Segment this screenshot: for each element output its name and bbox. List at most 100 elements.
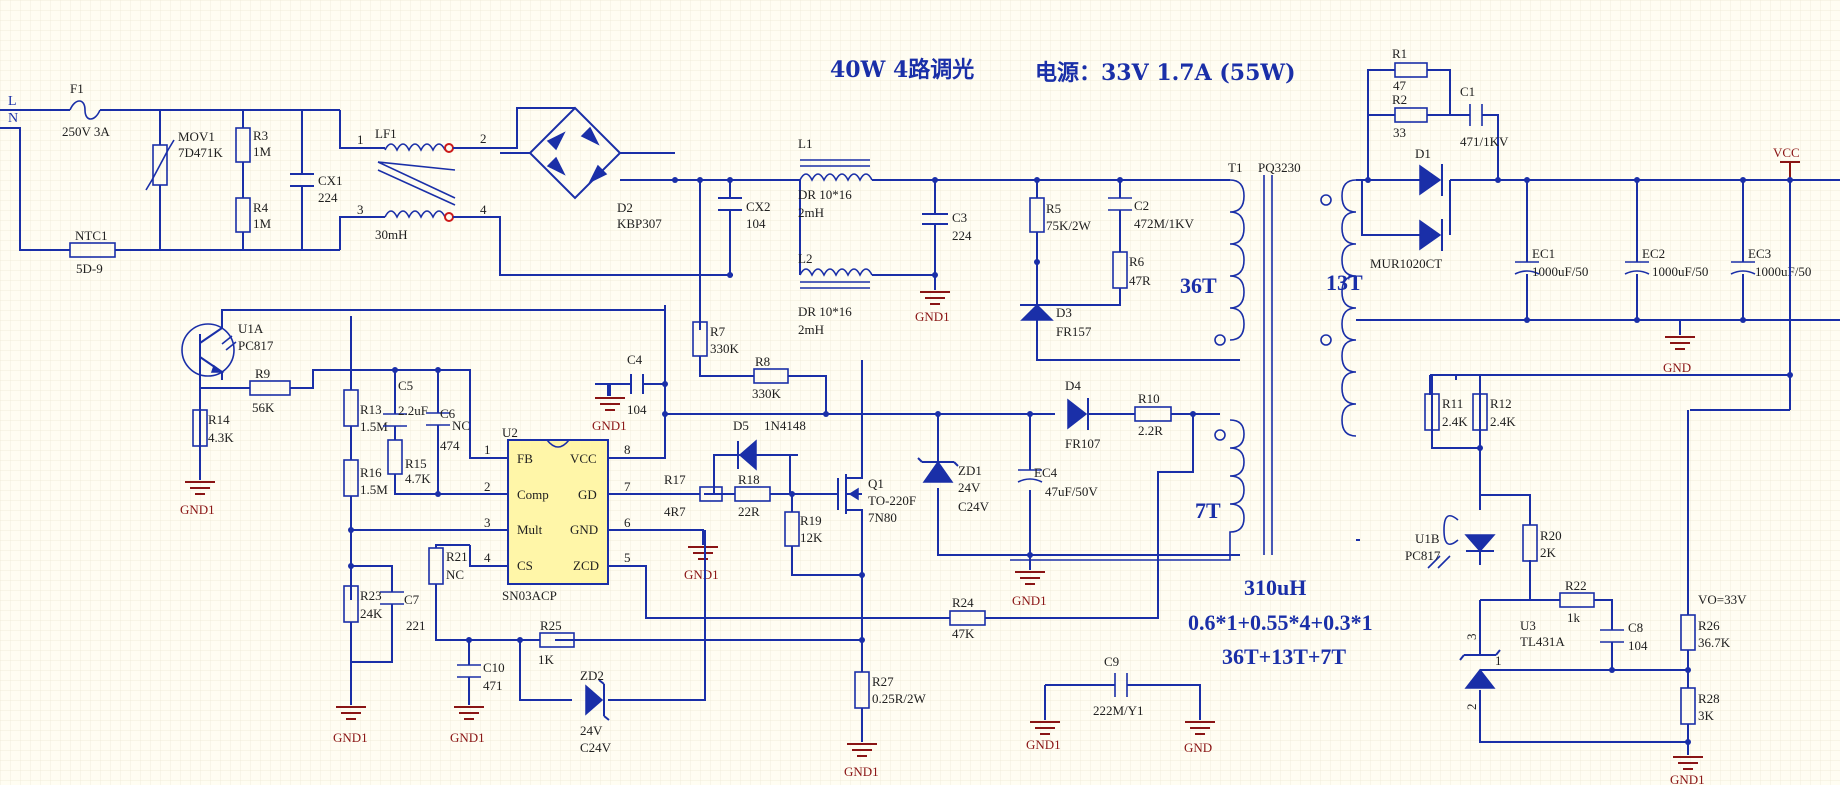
u1b-ref: U1B	[1415, 531, 1440, 546]
gnd-output: GND	[1663, 360, 1691, 375]
r1-value: 47	[1393, 78, 1407, 93]
r8-ref: R8	[755, 354, 770, 369]
r25-ref: R25	[540, 618, 562, 633]
common-mode-choke-lf1: LF1 30mH 1 2 3 4	[357, 107, 733, 276]
u2-num1: 1	[484, 442, 491, 457]
gnd-c3: GND1	[915, 309, 950, 324]
u2-num7: 7	[624, 479, 631, 494]
bridge-rectifier-d2: D2 KBP307	[500, 106, 675, 231]
r16-symbol	[343, 459, 359, 497]
t1-primary-turns: 36T	[1180, 273, 1217, 298]
q1-value2: 7N80	[868, 510, 897, 525]
u2-pin-fb: FB	[517, 451, 533, 466]
transformer-t1: T1 PQ3230 36T 13T 7T	[1010, 160, 1840, 561]
r2-ref: R2	[1392, 92, 1407, 107]
d5-ref: D5	[733, 418, 749, 433]
rcd-snubber: R5 75K/2W C2 472M/1KV R6 47R D3 FR157	[1020, 177, 1240, 361]
fuse-ref: F1	[70, 81, 84, 96]
r10-value: 2.2R	[1138, 423, 1163, 438]
r5-value: 75K/2W	[1046, 218, 1092, 233]
u2-num5: 5	[624, 550, 631, 565]
d3-value: FR157	[1056, 324, 1092, 339]
zd2-value2: C24V	[580, 740, 612, 755]
gnd-c9-secondary: GND	[1184, 740, 1212, 755]
c4-value: 104	[627, 402, 647, 417]
cx2-ref: CX2	[746, 199, 771, 214]
d4-value: FR107	[1065, 436, 1101, 451]
r24-symbol	[949, 610, 986, 626]
r12-ref: R12	[1490, 396, 1512, 411]
r17-symbol	[699, 486, 723, 502]
c1-value: 471/1KV	[1460, 134, 1509, 149]
r9-ref: R9	[255, 366, 270, 381]
gnd-r28: GND1	[1670, 772, 1705, 785]
r13-ref: R13	[360, 402, 382, 417]
r21-ref: R21	[446, 549, 468, 564]
lf1-pin4: 4	[480, 202, 487, 217]
r4-value: 1M	[253, 216, 272, 231]
c2-value: 472M/1KV	[1134, 216, 1195, 231]
u3-pin1: 1	[1495, 653, 1502, 668]
mov-value: 7D471K	[178, 145, 223, 160]
gnd-u2: GND1	[684, 567, 719, 582]
d5-value: 1N4148	[764, 418, 806, 433]
c3-value: 224	[952, 228, 972, 243]
r16-value: 1.5M	[360, 482, 388, 497]
u2-pin-vcc: VCC	[570, 451, 597, 466]
fuse-value: 250V 3A	[62, 124, 110, 139]
c8-ref: C8	[1628, 620, 1643, 635]
ec3-ref: EC3	[1748, 246, 1771, 261]
t1-value: PQ3230	[1258, 160, 1301, 175]
r21-symbol	[428, 547, 444, 585]
r26-symbol	[1680, 614, 1696, 651]
u2-num3: 3	[484, 515, 491, 530]
mov-symbol	[152, 144, 168, 186]
ntc-ref: NTC1	[75, 228, 108, 243]
gnd-c4: GND1	[592, 418, 627, 433]
r2-symbol	[1394, 107, 1428, 123]
zd2-value1: 24V	[580, 723, 603, 738]
c7-value: 221	[406, 618, 426, 633]
label-neutral: N	[8, 111, 18, 126]
r19-value: 12K	[800, 530, 823, 545]
r21-value: NC	[446, 567, 464, 582]
u2-num2: 2	[484, 479, 491, 494]
r3-ref: R3	[253, 128, 268, 143]
gnd-r27: GND1	[844, 764, 879, 779]
r4-symbol	[235, 197, 251, 233]
r16-ref: R16	[360, 465, 382, 480]
r7-symbol	[692, 321, 708, 357]
r19-ref: R19	[800, 513, 822, 528]
c8-value: 104	[1628, 638, 1648, 653]
r5-symbol	[1029, 197, 1045, 233]
ec3-value: 1000uF/50	[1755, 264, 1811, 279]
r1-ref: R1	[1392, 46, 1407, 61]
lf1-value: 30mH	[375, 227, 408, 242]
r22-symbol	[1559, 592, 1595, 608]
u2-num4: 4	[484, 550, 491, 565]
r6-symbol	[1112, 251, 1128, 289]
r20-ref: R20	[1540, 528, 1562, 543]
u2-ref: U2	[502, 425, 518, 440]
xfmr-inductance: 310uH	[1244, 575, 1306, 600]
gnd-c9-primary: GND1	[1026, 737, 1061, 752]
c2-ref: C2	[1134, 198, 1149, 213]
r14-value: 4.3K	[208, 430, 234, 445]
c7-ref: C7	[404, 592, 420, 607]
c1-ref: C1	[1460, 84, 1475, 99]
r17-value: 4R7	[664, 504, 686, 519]
l1-ref: L1	[798, 136, 812, 151]
r9-symbol	[249, 380, 291, 396]
r13-value: 1.5M	[360, 419, 388, 434]
c5-ref: C5	[398, 378, 413, 393]
lf1-pin3: 3	[357, 202, 364, 217]
l1-value2: 2mH	[798, 205, 824, 220]
r7-ref: R7	[710, 324, 726, 339]
u2-pin-cs: CS	[517, 558, 533, 573]
r14-ref: R14	[208, 412, 230, 427]
u2-pin-mult: Mult	[517, 522, 543, 537]
r6-ref: R6	[1129, 254, 1145, 269]
r7-value: 330K	[710, 341, 740, 356]
u3-pin3: 3	[1464, 634, 1479, 641]
t1-ref: T1	[1228, 160, 1242, 175]
